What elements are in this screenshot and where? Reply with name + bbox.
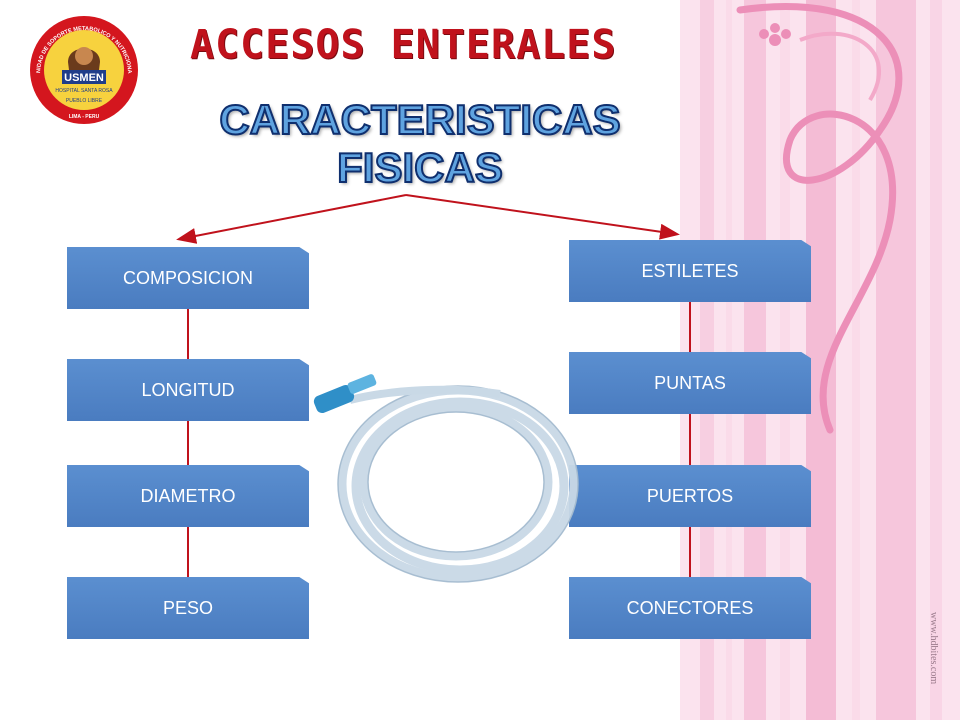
page-title: ACCESOS ENTERALES — [190, 22, 617, 68]
watermark: www.hdbites.com — [928, 612, 939, 685]
box-diametro: DIAMETRO — [67, 465, 309, 527]
left-connector-1 — [187, 308, 189, 360]
right-connector-1 — [689, 301, 691, 353]
svg-text:PUEBLO LIBRE: PUEBLO LIBRE — [66, 98, 103, 104]
usmen-logo: USMEN HOSPITAL SANTA ROSA PUEBLO LIBRE L… — [28, 14, 138, 124]
box-longitud: LONGITUD — [67, 359, 309, 421]
box-conectores: CONECTORES — [569, 577, 811, 639]
box-composicion: COMPOSICION — [67, 247, 309, 309]
box-estiletes: ESTILETES — [569, 240, 811, 302]
right-connector-2 — [689, 413, 691, 465]
arrow-right — [405, 194, 680, 240]
left-connector-3 — [187, 526, 189, 578]
subtitle-line-2: FISICAS — [336, 143, 504, 192]
box-peso: PESO — [67, 577, 309, 639]
svg-text:HOSPITAL SANTA ROSA: HOSPITAL SANTA ROSA — [55, 88, 113, 94]
subtitle: CARACTERISTICAS FISICAS — [200, 95, 640, 192]
svg-text:LIMA - PERU: LIMA - PERU — [69, 114, 100, 120]
feeding-tube-image — [313, 374, 579, 583]
svg-text:USMEN: USMEN — [64, 72, 104, 84]
subtitle-line-1: CARACTERISTICAS — [218, 95, 621, 144]
arrow-left — [176, 194, 407, 244]
right-connector-3 — [689, 526, 691, 578]
box-puntas: PUNTAS — [569, 352, 811, 414]
left-connector-2 — [187, 420, 189, 466]
box-puertos: PUERTOS — [569, 465, 811, 527]
